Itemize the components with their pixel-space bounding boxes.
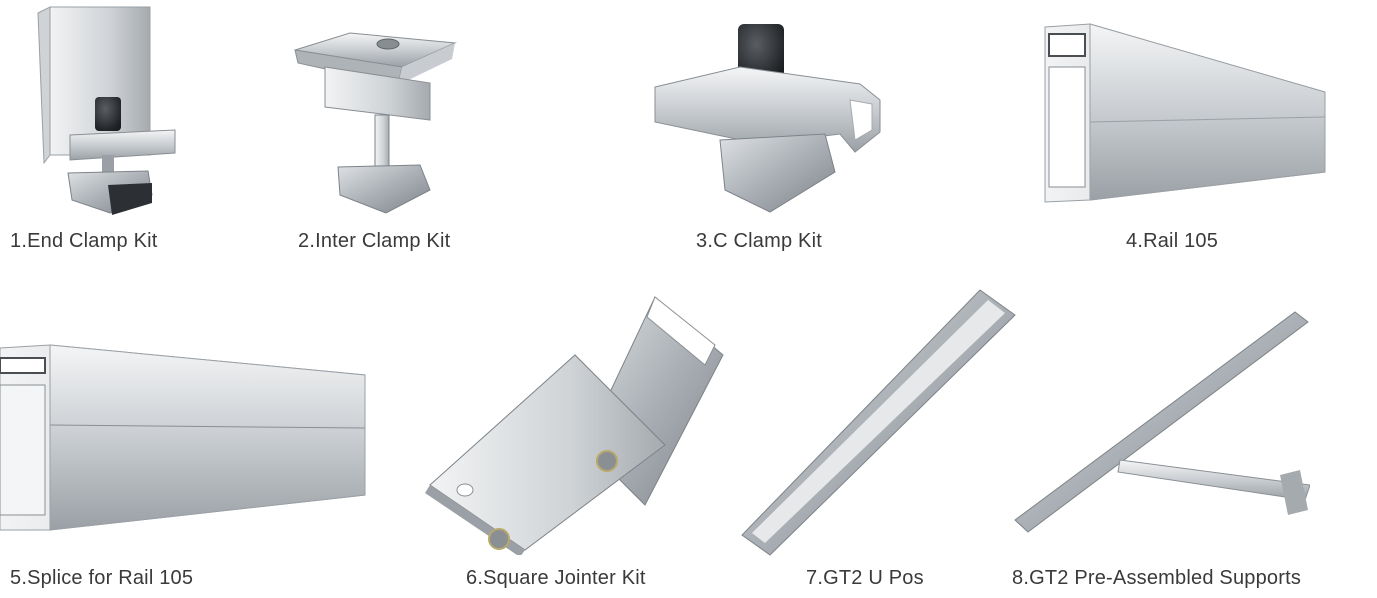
product-label-c-clamp-kit: 3.C Clamp Kit bbox=[696, 230, 822, 252]
square-jointer-icon bbox=[425, 296, 724, 555]
product-label-gt2-supports: 8.GT2 Pre-Assembled Supports bbox=[1012, 567, 1302, 589]
product-label-rail-105: 4.Rail 105 bbox=[1126, 230, 1219, 252]
support-icon bbox=[1014, 311, 1310, 533]
product-label-end-clamp-kit: 1.End Clamp Kit bbox=[10, 230, 158, 252]
product-label-gt2-u-pos: 7.GT2 U Pos bbox=[806, 567, 924, 589]
inter-clamp-icon bbox=[294, 32, 457, 214]
product-label-square-jointer-kit: 6.Square Jointer Kit bbox=[466, 567, 646, 589]
end-clamp-icon bbox=[37, 6, 176, 215]
splice-icon bbox=[0, 344, 366, 531]
u-pos-icon bbox=[741, 289, 1016, 556]
c-clamp-icon bbox=[654, 24, 881, 213]
product-label-inter-clamp-kit: 2.Inter Clamp Kit bbox=[298, 230, 451, 252]
rail-icon bbox=[1044, 23, 1326, 203]
product-label-splice: 5.Splice for Rail 105 bbox=[10, 567, 194, 589]
